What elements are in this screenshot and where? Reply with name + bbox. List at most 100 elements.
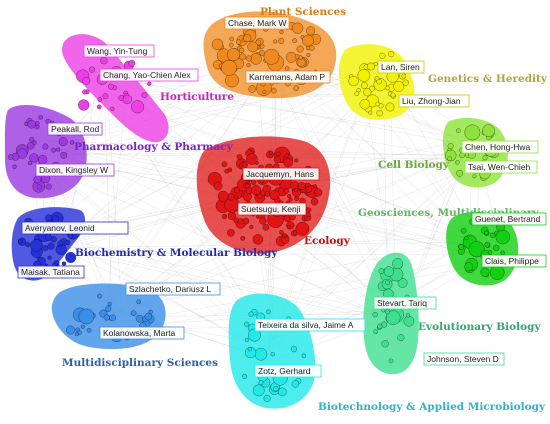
author-node-biochem[interactable]: [44, 233, 52, 242]
author-tag[interactable]: Johnson, Steven D: [423, 352, 505, 366]
author-node-horticulture[interactable]: [141, 92, 148, 98]
author-node-evolutionary[interactable]: [392, 258, 404, 270]
author-node-evolutionary[interactable]: [384, 309, 390, 315]
author-tag[interactable]: Maisak, Tatiana: [17, 265, 85, 279]
author-tag[interactable]: Chang, Yao-Chien Alex: [99, 68, 199, 82]
author-node-multidisciplinary[interactable]: [109, 314, 116, 322]
author-node-biochem[interactable]: [47, 242, 55, 250]
author-node-genetics[interactable]: [401, 73, 407, 79]
author-node-ecology[interactable]: [295, 221, 310, 236]
author-node-genetics[interactable]: [367, 62, 375, 71]
author-node-ecology[interactable]: [217, 190, 229, 202]
author-node-ecology[interactable]: [305, 186, 312, 193]
author-node-multidisciplinary[interactable]: [103, 314, 110, 321]
author-node-biochem[interactable]: [47, 255, 52, 260]
author-node-ecology[interactable]: [269, 189, 280, 200]
author-tag[interactable]: Dixon, Kingsley W: [35, 163, 115, 177]
author-node-multidisciplinary[interactable]: [135, 314, 144, 323]
author-node-plant[interactable]: [245, 55, 252, 62]
author-tag[interactable]: Lan, Siren: [377, 60, 425, 74]
author-tag[interactable]: Guenet, Bertrand: [471, 212, 547, 226]
author-node-ecology[interactable]: [294, 158, 299, 163]
author-node-multidisciplinary[interactable]: [97, 293, 102, 299]
author-node-pharmacology[interactable]: [69, 140, 75, 145]
author-node-ecology[interactable]: [262, 223, 270, 231]
author-node-pharmacology[interactable]: [37, 154, 48, 165]
author-node-geosciences[interactable]: [460, 228, 467, 234]
author-node-pharmacology[interactable]: [38, 115, 43, 120]
author-node-ecology[interactable]: [227, 167, 233, 173]
author-node-plant[interactable]: [228, 42, 234, 48]
author-node-genetics[interactable]: [385, 102, 395, 112]
author-tag[interactable]: Tsai, Wen-Chieh: [464, 160, 538, 174]
author-node-ecology[interactable]: [305, 212, 311, 218]
author-node-pharmacology[interactable]: [33, 175, 42, 184]
author-tag[interactable]: Liu, Zhong-Jian: [398, 94, 470, 108]
author-node-plant[interactable]: [306, 26, 316, 36]
author-node-pharmacology[interactable]: [26, 141, 35, 150]
author-node-multidisciplinary[interactable]: [144, 312, 153, 321]
author-node-ecology[interactable]: [221, 213, 228, 220]
author-node-geosciences[interactable]: [492, 244, 500, 252]
author-node-ecology[interactable]: [249, 224, 254, 230]
author-node-biochem[interactable]: [30, 239, 43, 252]
author-node-multidisciplinary[interactable]: [80, 324, 85, 329]
author-node-ecology[interactable]: [213, 181, 223, 191]
author-node-geosciences[interactable]: [464, 262, 474, 272]
author-node-genetics[interactable]: [368, 110, 373, 115]
author-node-plant[interactable]: [221, 59, 237, 76]
author-tag[interactable]: Clais, Philippe: [481, 254, 547, 268]
author-node-ecology[interactable]: [230, 209, 235, 214]
author-node-biotech[interactable]: [248, 328, 261, 342]
author-node-plant[interactable]: [247, 41, 259, 53]
author-tag[interactable]: Szlachetko, Dariusz L: [125, 282, 221, 296]
author-node-evolutionary[interactable]: [385, 310, 401, 325]
author-node-ecology[interactable]: [284, 153, 289, 158]
author-tag[interactable]: Kolanowska, Marta: [99, 326, 185, 340]
author-node-pharmacology[interactable]: [32, 140, 37, 145]
author-node-horticulture[interactable]: [108, 83, 114, 90]
author-node-evolutionary[interactable]: [383, 266, 395, 277]
author-node-horticulture[interactable]: [110, 106, 115, 111]
author-node-biochem[interactable]: [42, 245, 49, 252]
author-tag[interactable]: Teixeira da silva, Jaime A: [254, 318, 366, 332]
author-node-evolutionary[interactable]: [388, 358, 394, 364]
author-node-ecology[interactable]: [242, 217, 250, 225]
author-node-horticulture[interactable]: [96, 104, 102, 110]
author-node-geosciences[interactable]: [458, 244, 465, 250]
author-node-plant[interactable]: [248, 85, 256, 93]
author-node-ecology[interactable]: [264, 191, 271, 197]
author-node-horticulture[interactable]: [122, 94, 133, 105]
author-node-genetics[interactable]: [388, 50, 395, 58]
author-node-cell[interactable]: [459, 152, 465, 159]
author-node-ecology[interactable]: [240, 235, 246, 241]
author-node-biotech[interactable]: [266, 309, 271, 314]
author-node-pharmacology[interactable]: [60, 151, 68, 159]
author-node-ecology[interactable]: [294, 187, 299, 193]
author-node-ecology[interactable]: [276, 151, 281, 157]
author-node-evolutionary[interactable]: [397, 277, 408, 288]
author-node-horticulture[interactable]: [88, 66, 96, 73]
author-node-pharmacology[interactable]: [29, 136, 35, 142]
author-tag[interactable]: Chen, Hong-Hwa: [461, 140, 539, 154]
author-node-pharmacology[interactable]: [36, 184, 42, 190]
author-node-ecology[interactable]: [312, 184, 317, 189]
author-node-biotech[interactable]: [301, 353, 307, 359]
author-node-plant[interactable]: [306, 52, 311, 58]
author-tag[interactable]: Stevart, Tariq: [373, 296, 437, 310]
author-node-ecology[interactable]: [294, 196, 300, 202]
author-node-ecology[interactable]: [241, 161, 248, 168]
author-node-biochem[interactable]: [52, 215, 60, 223]
author-node-biotech[interactable]: [254, 347, 268, 361]
author-node-geosciences[interactable]: [480, 267, 490, 277]
author-node-ecology[interactable]: [279, 230, 284, 235]
author-node-ecology[interactable]: [275, 187, 280, 192]
author-node-pharmacology[interactable]: [51, 147, 57, 153]
author-node-plant[interactable]: [284, 66, 290, 71]
author-node-ecology[interactable]: [313, 188, 323, 197]
author-node-multidisciplinary[interactable]: [86, 327, 92, 333]
author-node-biotech[interactable]: [277, 387, 287, 397]
author-node-multidisciplinary[interactable]: [130, 310, 137, 316]
author-node-genetics[interactable]: [376, 78, 382, 85]
author-node-evolutionary[interactable]: [372, 311, 378, 318]
